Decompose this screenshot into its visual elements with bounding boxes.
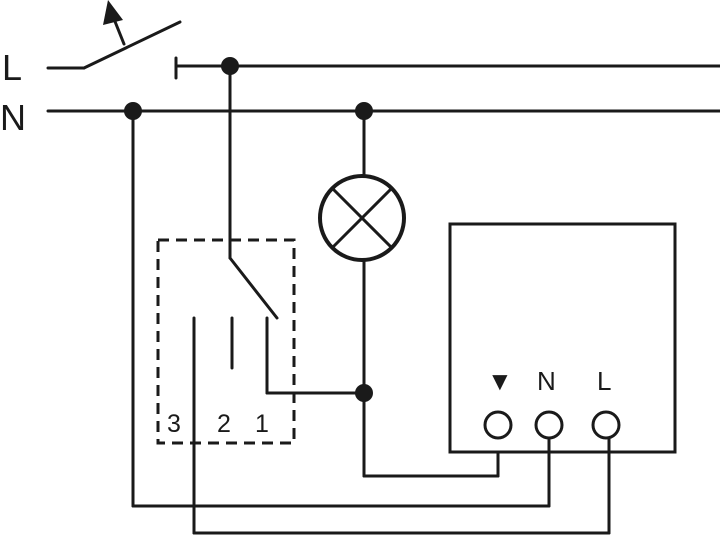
device-neutral-label: N [537,366,556,396]
switch-terminal-2-label: 2 [217,410,231,438]
switch-terminal-1-label: 1 [255,410,269,438]
push-button-switch-icon [82,0,182,70]
device-output-label: ▼ [487,366,513,396]
switch-box-outline [156,238,296,445]
device-line-terminal [591,410,621,440]
line-conductor [46,56,720,80]
line-return-wire [192,436,611,535]
line-label: L [2,47,22,88]
changeover-contact [228,256,366,395]
device-line-label: L [597,366,611,396]
neutral-label: N [0,97,26,138]
lamp-icon [318,174,406,262]
device-output-terminal [483,410,513,440]
device-neutral-terminal [534,410,564,440]
neutral-return-wire [131,109,551,508]
device-box [448,222,677,454]
switch-terminal-3-label: 3 [167,410,181,438]
